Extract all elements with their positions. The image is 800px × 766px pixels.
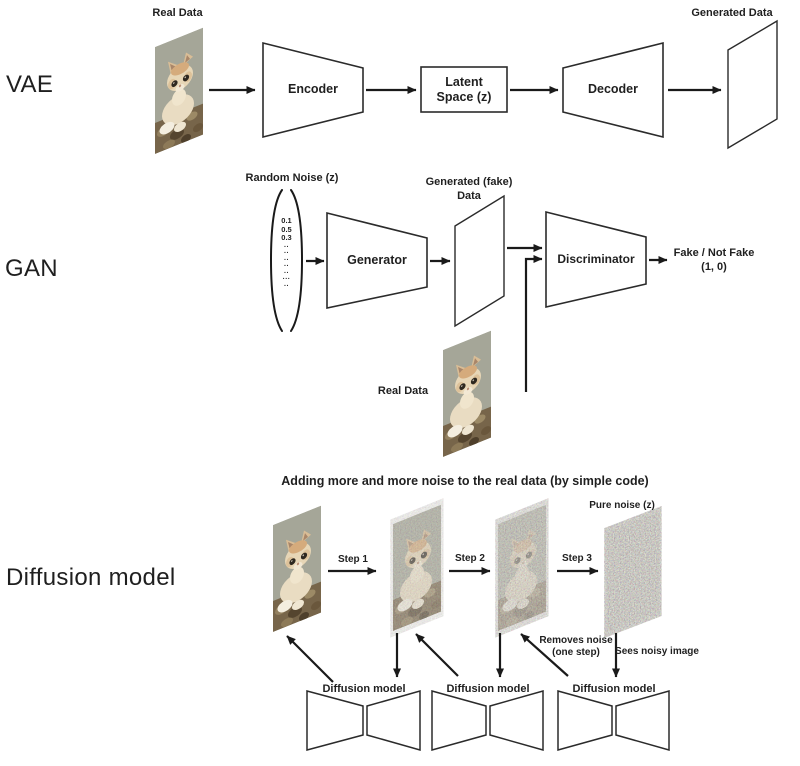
vector-value: .. (283, 241, 290, 249)
output-line2: (1, 0) (701, 261, 727, 274)
vae-decoder-label: Decoder (587, 82, 639, 96)
vector-value: .. (283, 248, 290, 256)
vae-real-data-label: Real Data (152, 7, 203, 19)
diffusion-model-shape-3 (557, 690, 670, 751)
noise-vector-bracket-right (290, 189, 304, 332)
vae-encoder-shape (262, 41, 364, 139)
fake-data-line1: Generated (fake) (425, 176, 513, 188)
diffusion-model-label-2: Diffusion model (446, 683, 530, 695)
vector-value: 0.3 (281, 233, 292, 242)
vector-value: .. (283, 281, 290, 289)
gan-output-label: Fake / Not Fake (1, 0) (662, 246, 766, 275)
diffusion-image-step0 (273, 505, 321, 632)
vae-decoder-shape (562, 41, 664, 139)
diffusion-title: Adding more and more noise to the real d… (281, 474, 649, 488)
vector-value: .. (283, 254, 290, 262)
gan-connector-realdata-discriminator (524, 255, 543, 392)
vector-value: .. (283, 261, 290, 269)
diffusion-pure-noise-label: Pure noise (z) (589, 500, 655, 511)
gan-discriminator-label: Discriminator (557, 252, 635, 266)
diffusion-pure-noise-image (607, 512, 659, 632)
removes-noise-line2: (one step) (552, 646, 600, 658)
diffusion-step2-label: Step 2 (454, 553, 485, 564)
vae-generated-data-label: Generated Data (691, 7, 773, 19)
removes-noise-line1: Removes noise (539, 635, 613, 646)
diffusion-model-shape-1 (306, 690, 421, 751)
gan-real-data-label: Real Data (377, 385, 429, 397)
diffusion-section-label: Diffusion model (6, 564, 176, 591)
vector-value: ... (282, 274, 291, 282)
gan-fake-data-label: Generated (fake)Data (419, 176, 519, 204)
gan-fake-data-frame (454, 194, 505, 328)
diffusion-sees-noisy-label: Sees noisy image (615, 646, 699, 657)
output-line1: Fake / Not Fake (673, 247, 755, 259)
vector-value: .. (283, 267, 290, 275)
fake-data-line2: Data (457, 189, 481, 202)
vae-encoder-label: Encoder (287, 82, 338, 96)
latent-line1: Latent (445, 75, 483, 89)
gan-generator-shape (326, 211, 428, 309)
gan-section-label: GAN (5, 255, 58, 282)
vae-latent-box (420, 66, 508, 113)
diffusion-arrow-denoise-1 (286, 635, 334, 683)
gan-noise-vector-values: 0.1 0.5 0.3 .. .. .. .. .. ... .. (270, 216, 303, 289)
vector-value: 0.5 (281, 224, 292, 234)
gan-discriminator-shape (545, 210, 647, 309)
diffusion-image-step1-noisy (393, 504, 441, 631)
noise-vector-bracket-left (269, 189, 283, 332)
diffusion-arrow-denoise-3 (520, 633, 569, 677)
vae-real-data-image (155, 27, 203, 154)
diffusion-removes-noise-label: Removes noise(one step) (528, 635, 624, 658)
vae-generated-data-frame (727, 19, 778, 150)
latent-line2: Space (z) (436, 90, 492, 104)
diffusion-arrow-denoise-2 (415, 633, 459, 677)
gan-generator-label: Generator (347, 253, 407, 267)
vae-section-label: VAE (6, 71, 54, 98)
diffusion-model-label-3: Diffusion model (572, 683, 656, 695)
gan-random-noise-label: Random Noise (z) (245, 172, 339, 184)
diffusion-image-step2-noisier (498, 504, 546, 631)
diffusion-model-label-1: Diffusion model (322, 683, 406, 695)
diffusion-step3-label: Step 3 (561, 553, 592, 564)
gan-real-data-image (443, 330, 491, 457)
diffusion-model-shape-2 (431, 690, 544, 751)
vector-value: 0.1 (281, 216, 292, 225)
diffusion-step1-label: Step 1 (337, 554, 368, 565)
